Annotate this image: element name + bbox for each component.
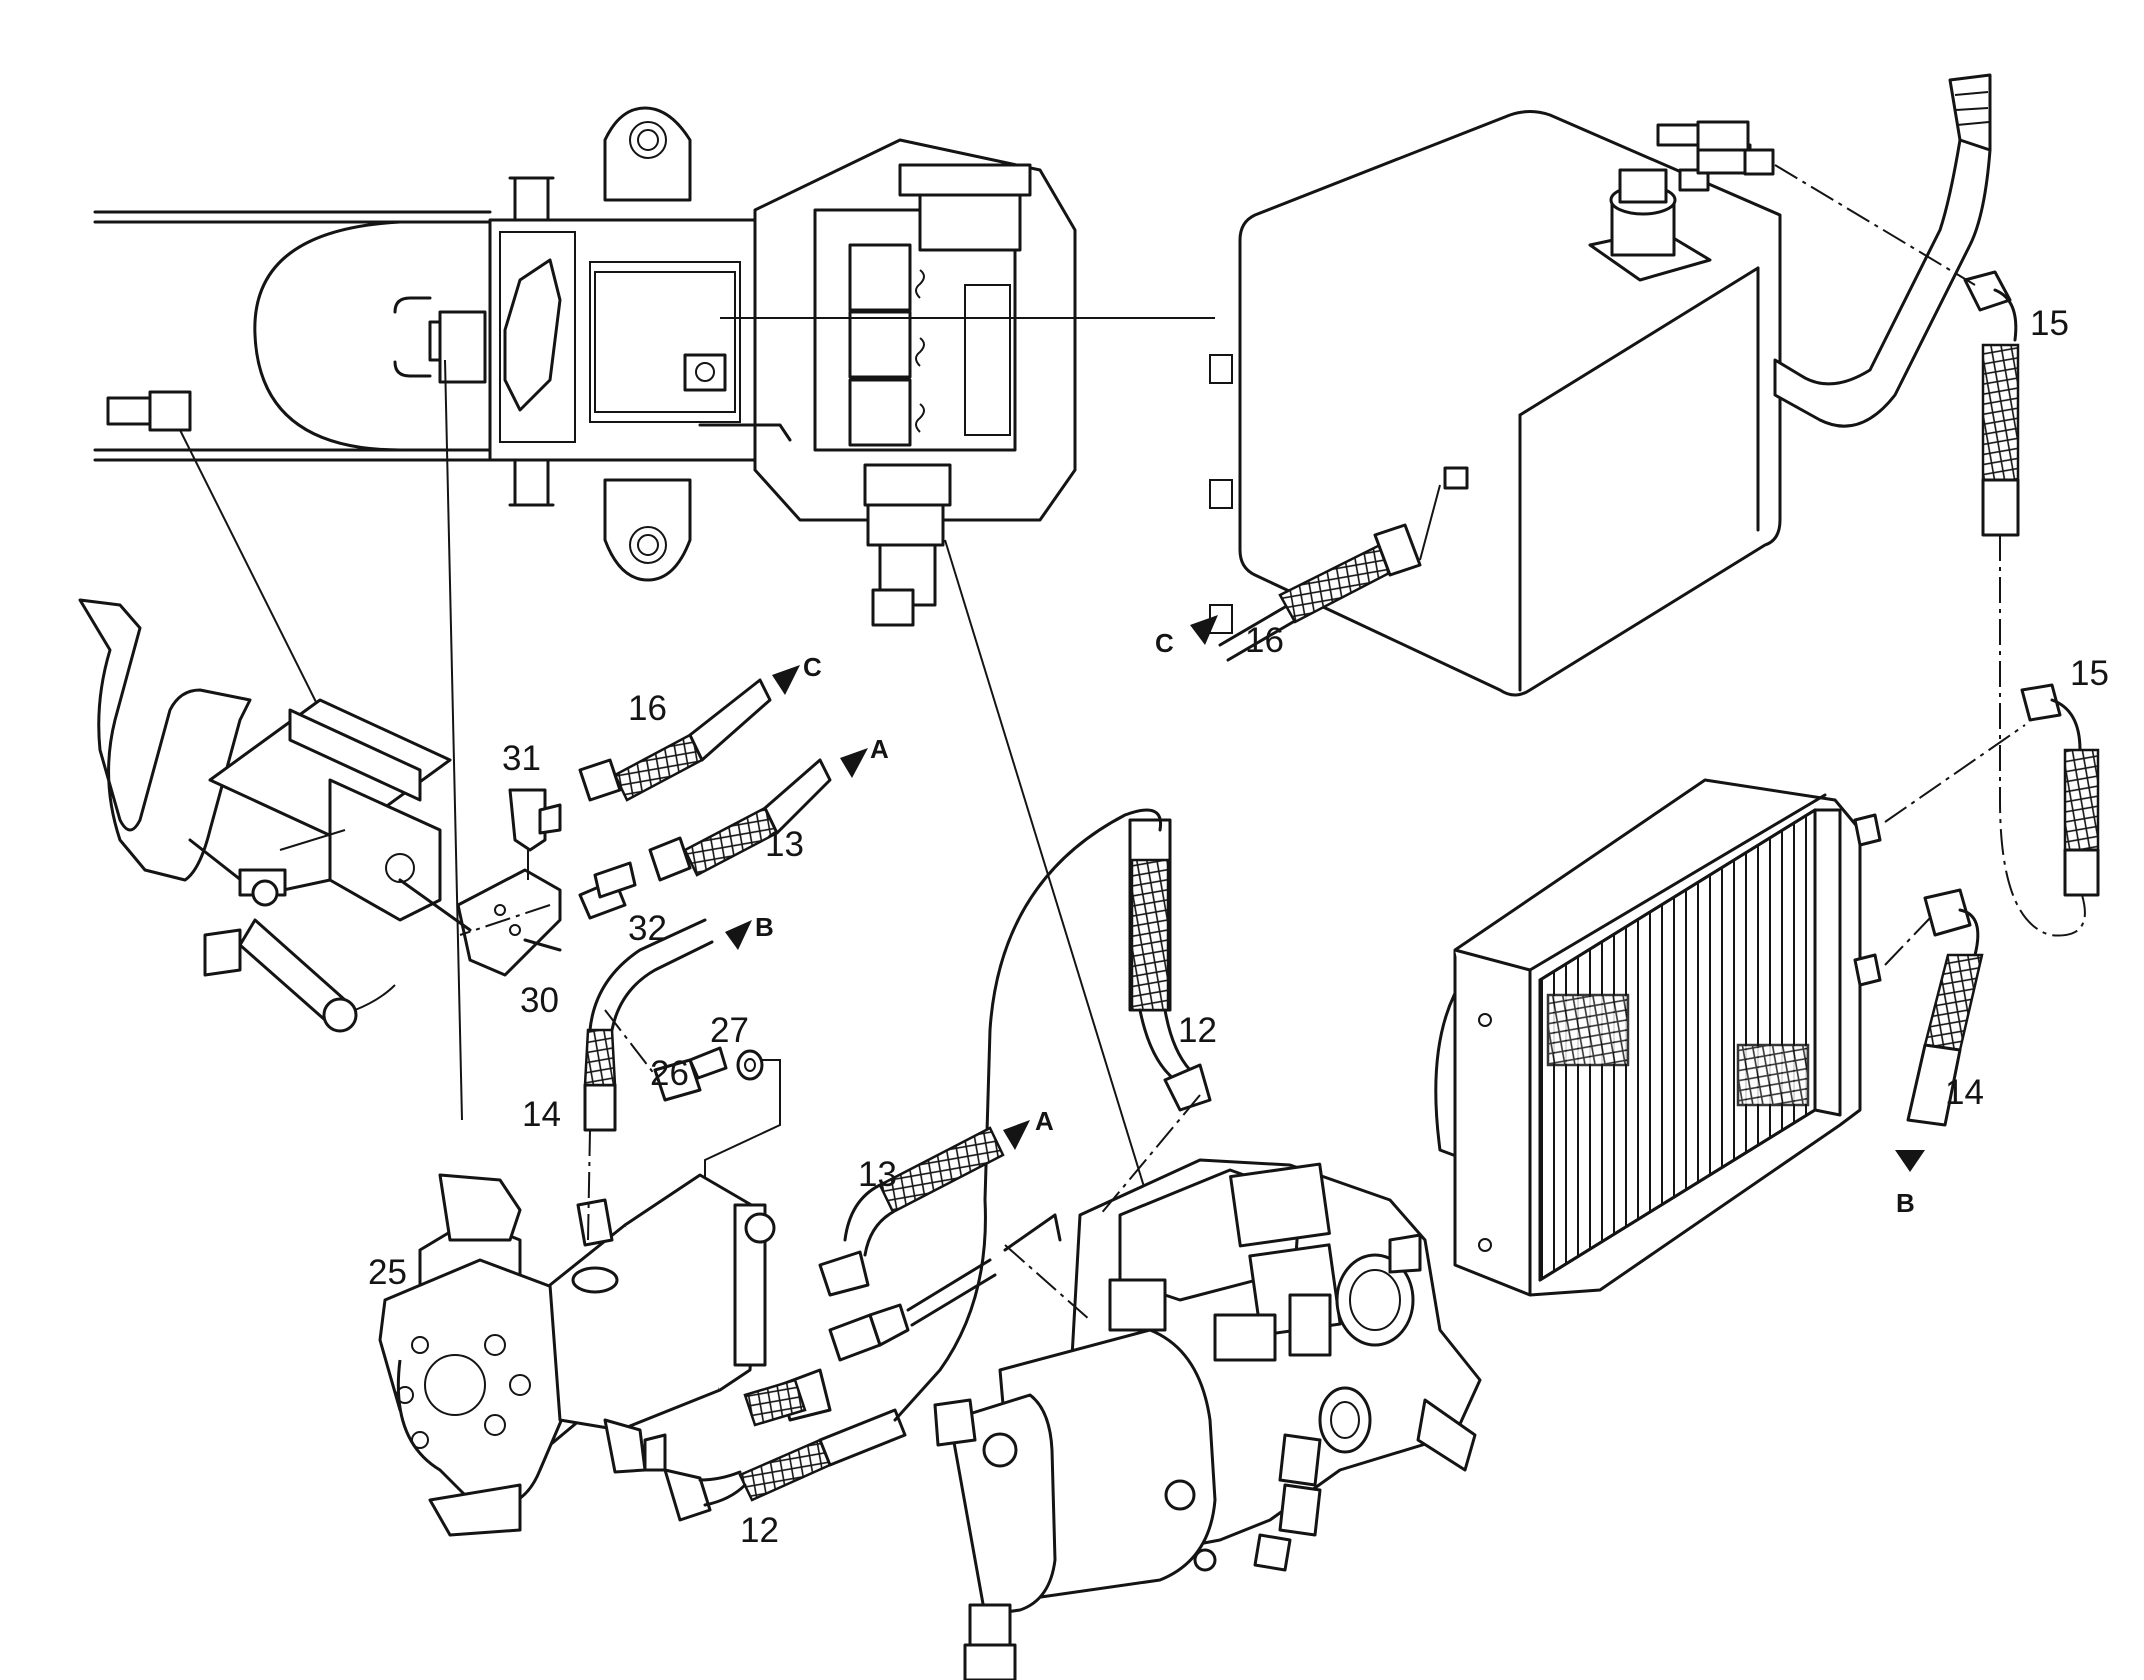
arrow-b-right [1895, 1150, 1925, 1172]
callout-12: 12 [740, 1511, 779, 1550]
hose-12-lower [663, 1408, 907, 1522]
port-letter-c: C [1155, 628, 1174, 658]
port-letter-b: B [1896, 1188, 1915, 1218]
arrow-a-lower [1003, 1120, 1030, 1150]
main-hydraulic-pump [933, 1158, 1482, 1680]
dashed-leader [1004, 1244, 1091, 1321]
bolt-and-washer [653, 1046, 781, 1200]
callout-16: 16 [628, 689, 667, 728]
hose-14-left [583, 918, 714, 1132]
dashed-leader [1099, 1094, 1201, 1216]
dashed-leader [604, 1009, 656, 1076]
pump-motor-25 [378, 1173, 776, 1537]
dashed-leader [1884, 917, 1931, 966]
callout-15: 15 [2030, 304, 2069, 343]
chassis-frame [93, 106, 1077, 627]
hose-13-lower [818, 1126, 1005, 1297]
arrow-a-upper [840, 748, 868, 778]
dashed-leader [1999, 535, 2086, 937]
callout-32: 32 [628, 909, 667, 948]
leader-line [179, 429, 326, 721]
leader-line [444, 359, 463, 1121]
port-letter-a: A [1035, 1106, 1054, 1136]
callout-labels: 15 15 16 16 31 13 13 32 30 27 26 14 14 1… [368, 304, 2109, 1550]
callout-15: 15 [2070, 654, 2109, 693]
oil-tank [1209, 73, 1992, 697]
fitting-chain [743, 1213, 1062, 1427]
port-letter-a: A [870, 734, 889, 764]
callout-13: 13 [765, 825, 804, 864]
dashed-leader [1774, 164, 1976, 286]
arrow-c-tank [1190, 615, 1218, 645]
hose-12-upper [893, 808, 1212, 1422]
hose-15-upper [1963, 270, 2020, 537]
hose-13-left [593, 758, 832, 899]
callout-26: 26 [650, 1054, 689, 1093]
hose-16-left [578, 678, 772, 802]
dashed-leader [1884, 724, 2026, 823]
port-letter-b: B [755, 912, 774, 942]
foot-pedal [78, 598, 452, 1033]
dashed-leader [459, 904, 551, 936]
arrow-b-left [725, 920, 752, 950]
port-letter-c: C [803, 652, 822, 682]
leader-line [944, 539, 1146, 1191]
flow-arrows [725, 615, 1925, 1172]
hose-14-right [1906, 888, 1984, 1127]
callout-14: 14 [1945, 1073, 1984, 1112]
callout-27: 27 [710, 1011, 749, 1050]
callout-14: 14 [522, 1095, 561, 1134]
callout-13: 13 [858, 1155, 897, 1194]
hose-15-lower [2020, 683, 2100, 897]
callout-30: 30 [520, 981, 559, 1020]
callout-12: 12 [1178, 1011, 1217, 1050]
dashed-leader [587, 1129, 591, 1241]
callout-16: 16 [1245, 621, 1284, 660]
oil-cooler [1434, 778, 1882, 1297]
callout-25: 25 [368, 1253, 407, 1292]
callout-31: 31 [502, 739, 541, 778]
arrow-c-left [772, 665, 800, 695]
